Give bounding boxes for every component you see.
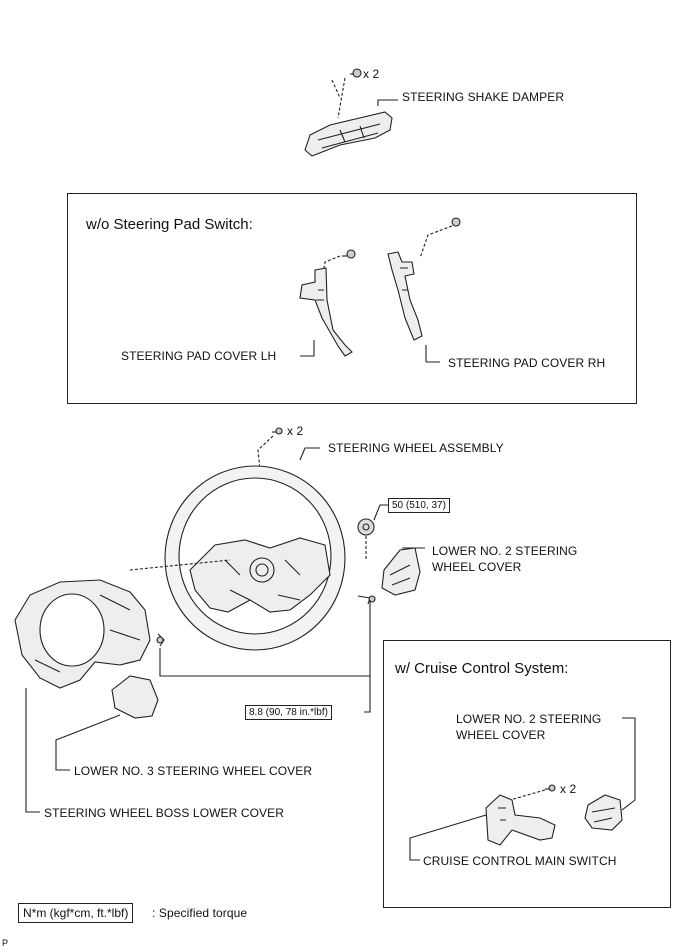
lower-no3-cover-part	[55, 675, 159, 771]
steering-pad-covers-part	[299, 217, 461, 357]
frame-cruise-control	[383, 640, 671, 908]
wheel-bolts-qty: x 2	[287, 424, 304, 438]
nut-part	[357, 504, 388, 560]
label-boss-lower-cover: STEERING WHEEL BOSS LOWER COVER	[44, 806, 285, 820]
label-steering-pad-cover-lh: STEERING PAD COVER LH	[121, 349, 277, 363]
frame-steering-pad-switch	[67, 193, 637, 404]
box-title-steering-pad-switch: w/o Steering Pad Switch:	[86, 216, 253, 233]
boss-lower-cover-part	[14, 559, 231, 813]
torque-nut: 50 (510, 37)	[388, 498, 450, 513]
steering-wheel-part	[164, 427, 346, 651]
label-steering-wheel-assembly: STEERING WHEEL ASSEMBLY	[328, 441, 504, 455]
label-cruise-main-switch: CRUISE CONTROL MAIN SWITCH	[423, 854, 617, 868]
cruise-control-parts	[409, 717, 636, 861]
cruise-screws-qty: x 2	[560, 782, 577, 796]
leader-pad-lh	[300, 340, 315, 357]
legend-description: : Specified torque	[152, 906, 248, 920]
steering-shake-damper-part	[304, 68, 398, 157]
damper-bolts-qty: x 2	[363, 67, 380, 81]
label-cruise-lower-no2-cover: LOWER NO. 2 STEERING WHEEL COVER	[456, 712, 602, 742]
label-lower-no3-cover: LOWER NO. 3 STEERING WHEEL COVER	[74, 764, 313, 778]
lower-no2-cover-part	[381, 547, 425, 596]
screws-part	[156, 595, 376, 713]
legend-torque-unit: N*m (kgf*cm, ft.*lbf)	[18, 903, 134, 923]
footer-mark: P	[2, 938, 9, 948]
label-lower-no2-cover: LOWER NO. 2 STEERING WHEEL COVER	[432, 544, 578, 574]
leader-pad-rh	[425, 345, 440, 363]
box-title-cruise-control: w/ Cruise Control System:	[395, 660, 569, 677]
label-steering-shake-damper: STEERING SHAKE DAMPER	[402, 90, 565, 104]
torque-screws: 8.8 (90, 78 in.*lbf)	[245, 705, 332, 720]
label-steering-pad-cover-rh: STEERING PAD COVER RH	[448, 356, 606, 370]
